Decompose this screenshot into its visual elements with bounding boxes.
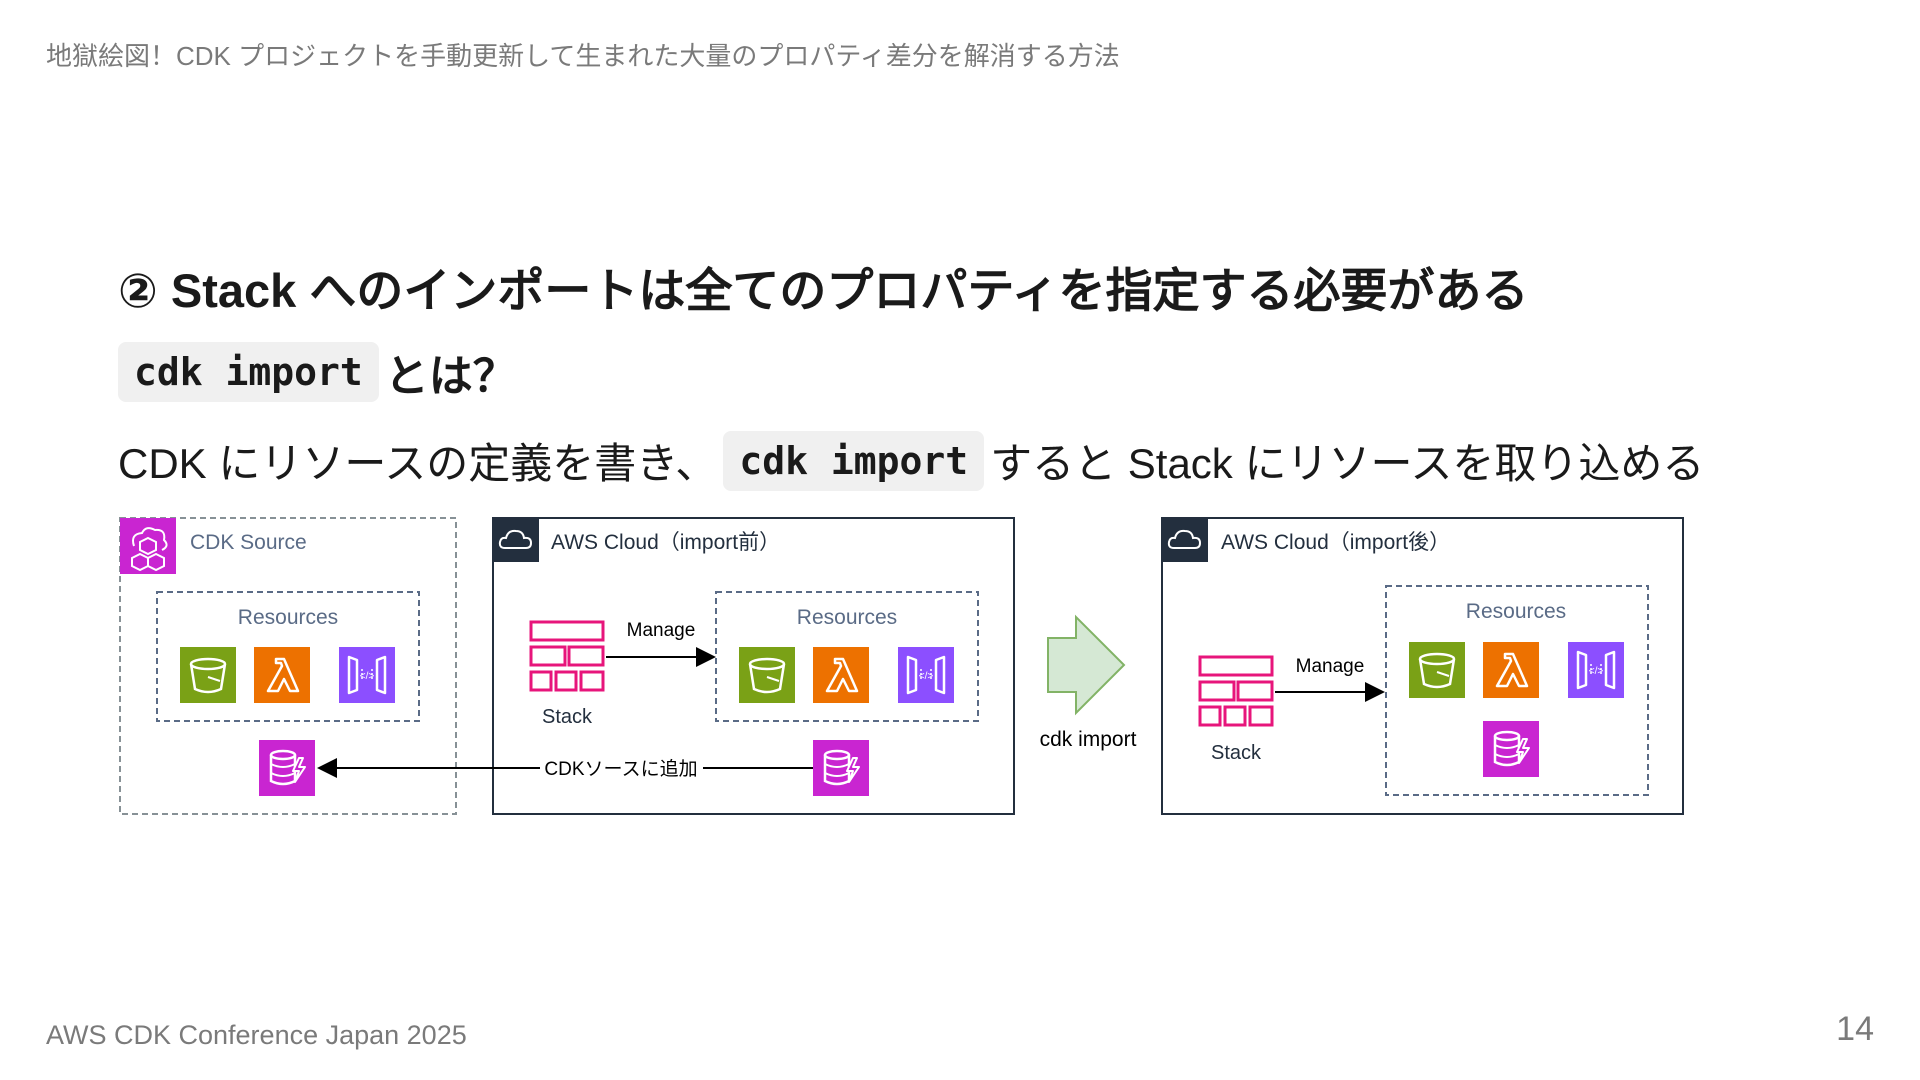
s3-bucket-icon: [1409, 642, 1465, 698]
cdk-source-group: CDK Source Resources: [119, 517, 457, 815]
page-number: 14: [1836, 1010, 1874, 1048]
lambda-icon: [1483, 642, 1539, 698]
add-to-cdk-label: CDKソースに追加: [544, 758, 697, 780]
api-gateway-icon: [339, 647, 395, 703]
aws-cloud-before-group: AWS Cloud（import前） Stack Manage Resource…: [317, 517, 1015, 815]
dynamodb-icon: [1483, 721, 1539, 777]
cdk-source-title: CDK Source: [190, 531, 307, 554]
cdk-import-arrow-group: cdk import: [1040, 614, 1137, 751]
after-resources-label: Resources: [1466, 600, 1566, 623]
dynamodb-icon: [813, 740, 869, 796]
s3-bucket-icon: [739, 647, 795, 703]
lambda-icon: [813, 647, 869, 703]
cloud-after-title: AWS Cloud（import後）: [1221, 531, 1450, 554]
stack-icon: [529, 620, 605, 692]
lambda-icon: [254, 647, 310, 703]
aws-cloud-after-group: AWS Cloud（import後） Stack Manage Resource…: [1161, 517, 1684, 815]
cdk-icon: [120, 518, 176, 574]
import-arrow-icon: [1047, 614, 1126, 716]
cdk-resources-box: [156, 591, 420, 722]
slide-subheading: cdk import とは？: [118, 340, 517, 404]
api-gateway-icon: [898, 647, 954, 703]
before-resources-box: [715, 591, 979, 722]
header-title: 地獄絵図！CDK プロジェクトを手動更新して生まれた大量のプロパティ差分を解消す…: [46, 41, 1120, 71]
subheading-code: cdk import: [118, 342, 379, 402]
manage-label: Manage: [1296, 656, 1365, 677]
cdk-resources-label: Resources: [238, 606, 338, 629]
body-code: cdk import: [723, 430, 985, 491]
cloud-icon: [1162, 518, 1208, 562]
after-resources-box: [1385, 585, 1649, 796]
before-resources-label: Resources: [797, 606, 897, 629]
cloud-icon: [493, 518, 539, 562]
cdk-import-label: cdk import: [1040, 728, 1137, 751]
stack-icon: [1198, 655, 1274, 727]
stack-label: Stack: [1211, 742, 1262, 764]
body-prefix: CDK にリソースの定義を書き、: [118, 440, 718, 487]
stack-label: Stack: [542, 706, 593, 728]
subheading-suffix: とは？: [384, 352, 517, 401]
slide-heading: ② Stack へのインポートは全てのプロパティを指定する必要がある: [118, 264, 1529, 317]
api-gateway-icon: [1568, 642, 1624, 698]
cloud-before-title: AWS Cloud（import前）: [551, 531, 780, 554]
body-suffix: すると Stack にリソースを取り込める: [990, 440, 1705, 487]
s3-bucket-icon: [180, 647, 236, 703]
body-text: CDK にリソースの定義を書き、 cdk import すると Stack にリ…: [118, 430, 1704, 491]
dynamodb-icon: [259, 740, 315, 796]
footer-conference: AWS CDK Conference Japan 2025: [46, 1020, 467, 1050]
manage-label: Manage: [627, 620, 696, 641]
